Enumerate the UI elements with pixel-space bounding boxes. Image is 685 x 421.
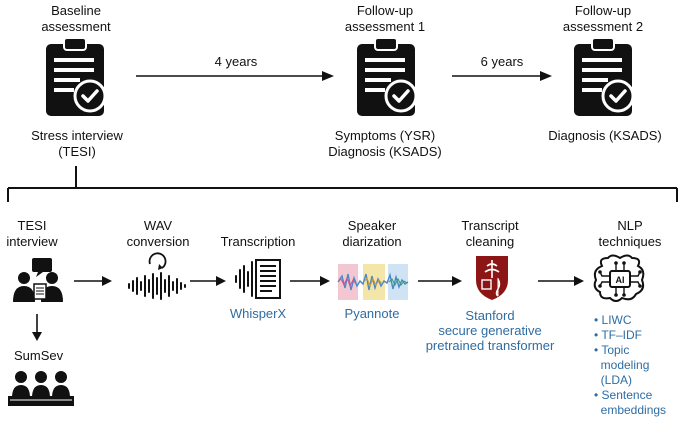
timeline-arrow-2 — [452, 71, 552, 81]
nlp-method-item: • Sentence — [594, 388, 653, 402]
nlp-method-item: modeling — [594, 358, 650, 372]
sound-wave-icon — [128, 252, 186, 300]
nlp-method-item: • Topic — [594, 343, 630, 357]
nlp-method-item: (LDA) — [594, 373, 633, 387]
interview-people-icon — [13, 258, 63, 302]
nlp-method-item: embeddings — [594, 403, 667, 417]
timeline-arrow-1 — [136, 71, 334, 81]
clipboard-check-icon — [46, 37, 107, 116]
panel-group-icon — [8, 371, 74, 406]
ai-brain-circuit-icon: AI — [593, 254, 645, 302]
clipboard-check-icon — [574, 37, 635, 116]
baseline-caption: Stress interview (TESI) — [31, 128, 123, 159]
baseline-title: Baseline assessment — [41, 3, 111, 34]
transcription-icon — [235, 259, 281, 299]
tool-whisperx: WhisperX — [229, 306, 287, 321]
gap-6-years: 6 years — [480, 54, 524, 69]
follow-up-2-title: Follow-up assessment 2 — [562, 3, 644, 34]
svg-text:AI: AI — [616, 275, 625, 285]
clipboard-check-icon — [357, 37, 418, 116]
pipeline-arrows — [74, 276, 584, 286]
diarization-waveform-icon — [337, 264, 409, 300]
follow-up-1-title: Follow-up assessment 1 — [344, 3, 426, 34]
tool-pyannote: Pyannote — [344, 306, 400, 321]
step-transcription: Transcription — [220, 234, 296, 249]
step-tesi-interview: TESI interview — [6, 218, 58, 249]
sumsev-label: SumSev — [14, 348, 64, 363]
stanford-shield-icon — [476, 256, 508, 300]
nlp-methods-list: • LIWC • TF–IDF • Topic modeling (LDA) •… — [594, 313, 666, 418]
step-nlp-techniques: NLP techniques — [598, 218, 662, 249]
step-wav-conversion: WAV conversion — [126, 218, 190, 249]
gap-4-years: 4 years — [214, 54, 258, 69]
pipeline-bracket — [7, 166, 678, 202]
down-arrow-to-sumsev — [32, 314, 42, 341]
follow-up-1-caption: Symptoms (YSR) Diagnosis (KSADS) — [328, 128, 442, 159]
tool-stanford-gpt: Stanford secure generative pretrained tr… — [425, 308, 555, 353]
step-transcript-cleaning: Transcript cleaning — [461, 218, 519, 249]
nlp-method-item: • TF–IDF — [594, 328, 642, 342]
step-speaker-diarization: Speaker diarization — [342, 218, 402, 249]
follow-up-2-caption: Diagnosis (KSADS) — [548, 128, 662, 143]
nlp-method-item: • LIWC — [594, 313, 632, 327]
